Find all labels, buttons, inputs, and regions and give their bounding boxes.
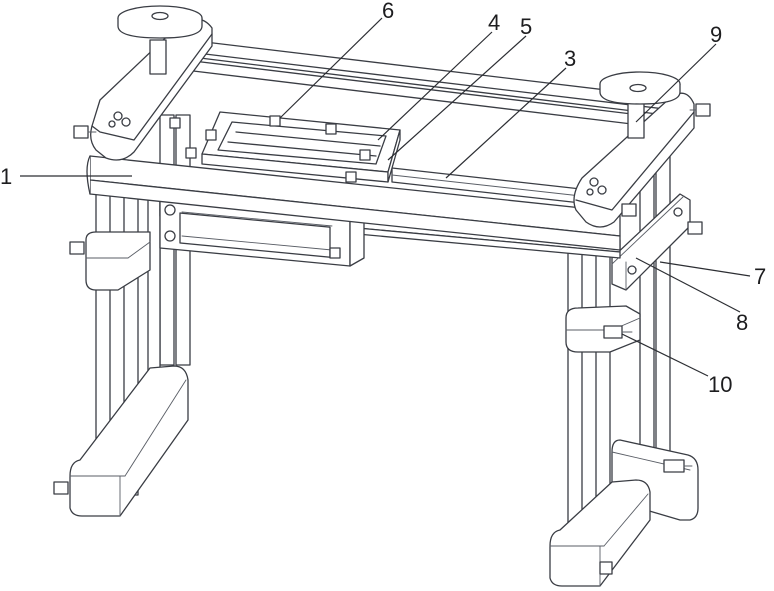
callout-9: 9 bbox=[710, 22, 722, 47]
rear-right-posts bbox=[639, 139, 671, 461]
callout-1: 1 bbox=[0, 164, 12, 189]
right-front-foot bbox=[549, 479, 651, 587]
callout-10: 10 bbox=[708, 372, 732, 397]
callout-6: 6 bbox=[382, 0, 394, 23]
center-frame bbox=[185, 111, 401, 183]
back-top-rail bbox=[184, 41, 691, 127]
leader-7 bbox=[659, 261, 751, 277]
left-front-foot bbox=[53, 365, 189, 517]
leader-8 bbox=[635, 257, 741, 313]
leader-4 bbox=[377, 31, 493, 141]
right-clamp-block bbox=[565, 305, 641, 353]
callout-7: 7 bbox=[754, 264, 766, 289]
right-top-arm bbox=[573, 92, 711, 228]
main-front-beam bbox=[86, 155, 621, 251]
callout-5: 5 bbox=[520, 14, 532, 39]
left-top-arm bbox=[73, 18, 213, 161]
callout-4: 4 bbox=[488, 10, 500, 35]
leader-10 bbox=[621, 333, 709, 377]
leader-6 bbox=[279, 17, 383, 119]
right-bracket-plate bbox=[611, 193, 703, 291]
callout-labels: 1 3 4 5 6 7 8 9 10 bbox=[0, 0, 766, 397]
left-handwheel bbox=[117, 5, 203, 75]
leader-3 bbox=[445, 67, 567, 179]
leader-lines bbox=[20, 17, 751, 377]
left-clamp-block bbox=[69, 231, 151, 291]
leader-9 bbox=[635, 43, 717, 123]
callout-3: 3 bbox=[564, 46, 576, 71]
leader-5 bbox=[387, 35, 527, 161]
callout-8: 8 bbox=[736, 310, 748, 335]
